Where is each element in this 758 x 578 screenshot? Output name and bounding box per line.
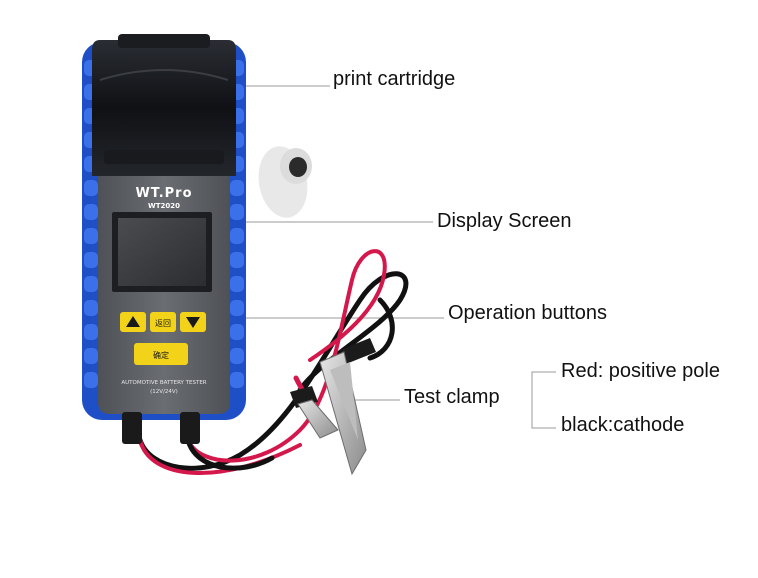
- subtitle-text: AUTOMOTIVE BATTERY TESTER: [121, 380, 206, 386]
- red-clamp: [290, 386, 339, 439]
- ok-button-label: 确定: [153, 350, 169, 360]
- triangle-up-icon: [126, 316, 140, 327]
- voltage-text: (12V/24V): [150, 389, 178, 395]
- print-cartridge-label: print cartridge: [333, 68, 456, 90]
- brand-text: WT.Pro: [135, 186, 192, 201]
- test-cables: [137, 249, 409, 476]
- back-button: [150, 312, 176, 332]
- black-pole-label: black:cathode: [561, 414, 685, 436]
- display-screen-label: Display Screen: [437, 210, 572, 232]
- white-cap: [258, 146, 312, 218]
- leader-lines: [200, 85, 556, 429]
- front-panel: [98, 176, 230, 414]
- triangle-down-icon: [186, 317, 200, 328]
- red-pole-label: Red: positive pole: [561, 360, 720, 382]
- ok-button: [134, 343, 188, 365]
- operation-buttons-label: Operation buttons: [448, 302, 607, 324]
- test-clamp-label: Test clamp: [404, 386, 500, 408]
- back-button-label: 返回: [155, 319, 171, 328]
- black-clamp: [319, 338, 376, 476]
- model-text: WT2020: [148, 202, 180, 210]
- battery-tester: [82, 34, 246, 444]
